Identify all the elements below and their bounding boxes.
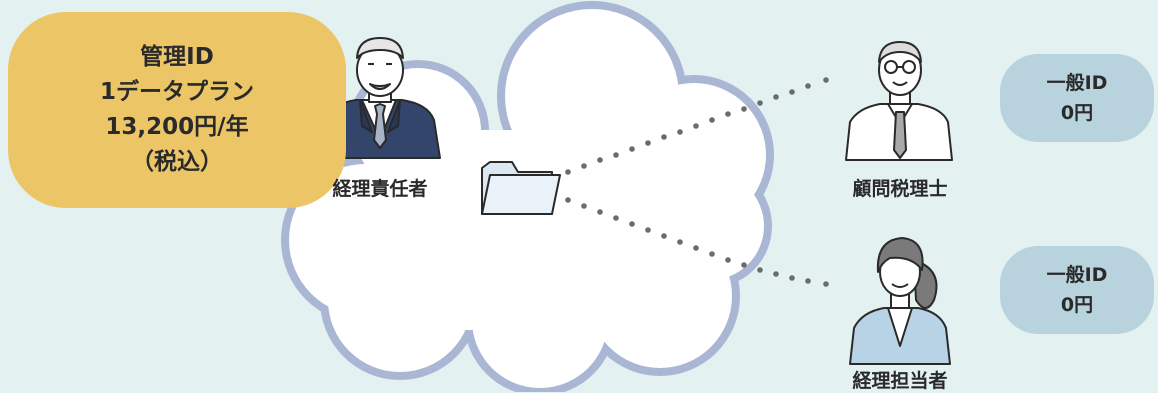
manager-label: 経理責任者	[332, 178, 428, 200]
manager-avatar	[317, 37, 441, 159]
admin-id-plan-box: 管理ID 1データプラン 13,200円/年 （税込）	[8, 12, 346, 208]
cloud-shape	[281, 1, 774, 392]
plan-price: 13,200円/年	[105, 114, 249, 140]
dotted-line-to-staff	[565, 197, 829, 287]
plan-name: 1データプラン	[99, 79, 254, 105]
tax-advisor-label: 顧問税理士	[852, 178, 948, 200]
connection-lines	[565, 77, 829, 287]
general-id-title: 一般ID	[1046, 72, 1108, 94]
tax-note: （税込）	[131, 149, 223, 175]
general-id-box: 一般ID 0円	[1000, 54, 1154, 142]
admin-id-title: 管理ID	[140, 44, 214, 70]
tax-advisor-avatar	[845, 41, 953, 161]
general-id-box: 一般ID 0円	[1000, 246, 1154, 334]
staff-avatar	[849, 237, 951, 365]
general-id-price: 0円	[1060, 102, 1094, 124]
staff-label: 経理担当者	[852, 370, 948, 392]
general-id-title: 一般ID	[1046, 264, 1108, 286]
shared-folder-icon	[481, 161, 561, 215]
general-id-price: 0円	[1060, 294, 1094, 316]
dotted-line-to-tax-advisor	[565, 77, 829, 175]
